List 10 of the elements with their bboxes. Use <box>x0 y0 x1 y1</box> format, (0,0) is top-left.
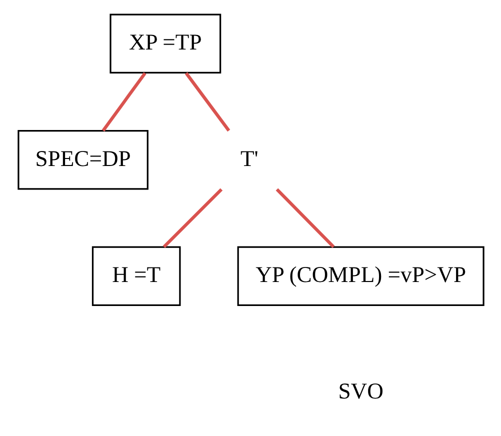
node-box: SPEC=DP <box>17 130 148 190</box>
connector <box>101 72 146 132</box>
node-box: H =T <box>91 246 180 306</box>
node-box: XP =TP <box>109 14 221 74</box>
node-text: T' <box>240 146 258 171</box>
label: SVO <box>338 378 383 404</box>
connector <box>184 72 230 132</box>
connector <box>162 188 222 248</box>
node-box: YP (COMPL) =vP>VP <box>236 246 484 306</box>
connector <box>275 188 334 248</box>
